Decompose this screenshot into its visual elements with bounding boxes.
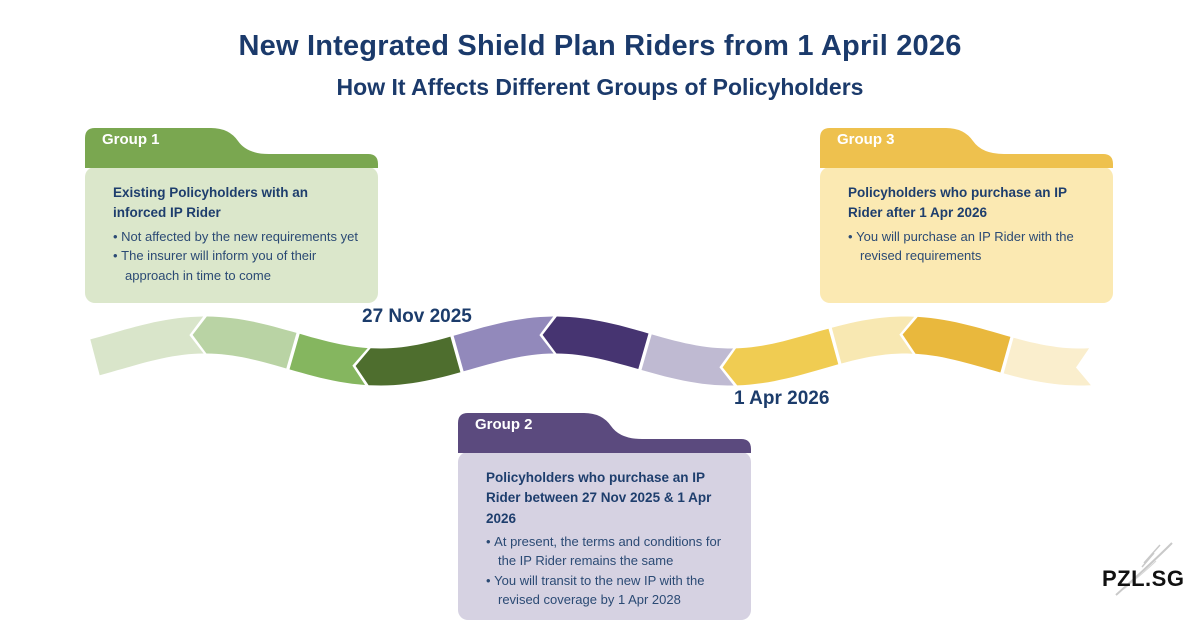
group2-bullet: You will transit to the new IP with the … — [486, 571, 733, 610]
group1-bullet-list: Not affected by the new requirements yet… — [113, 227, 360, 286]
ribbon-segment — [722, 328, 839, 386]
ribbon-segment — [192, 316, 297, 369]
ribbon-segment — [289, 333, 368, 385]
ribbon-segment — [542, 316, 649, 369]
group2-heading: Policyholders who purchase an IP Rider b… — [486, 470, 712, 526]
group3-folder-tab: Group 3 — [820, 128, 1113, 168]
group2-folder-tab: Group 2 — [458, 413, 751, 453]
group2-bullet: At present, the terms and conditions for… — [486, 532, 733, 571]
group1-bullet: Not affected by the new requirements yet — [113, 227, 360, 247]
pen-swoosh-icon — [1115, 542, 1173, 596]
folder-tab-shape — [820, 128, 1113, 168]
ribbon-segment — [90, 316, 204, 376]
group2-card: Group 2 Policyholders who purchase an IP… — [458, 413, 751, 620]
watermark-text: PZL.SG — [1102, 566, 1185, 591]
ribbon-segment — [831, 316, 915, 364]
page-subtitle: How It Affects Different Groups of Polic… — [336, 74, 864, 100]
ribbon-segment — [902, 316, 1011, 373]
group3-bullet-list: You will purchase an IP Rider with the r… — [848, 227, 1095, 266]
group2-tab-label: Group 2 — [475, 416, 533, 433]
group1-bullet: The insurer will inform you of their app… — [113, 246, 360, 285]
group1-panel: Existing Policyholders with an inforced … — [85, 167, 378, 303]
ribbon-segment — [453, 316, 554, 372]
folder-tab-shape — [458, 413, 751, 453]
timeline-date-1apr2026: 1 Apr 2026 — [734, 388, 830, 409]
ribbon-segment — [355, 336, 461, 386]
group1-tab-label: Group 1 — [102, 131, 160, 148]
ribbon-segment — [641, 334, 734, 386]
watermark-logo: PZL.SG — [1096, 533, 1196, 598]
group3-card: Group 3 Policyholders who purchase an IP… — [820, 128, 1113, 303]
group3-tab-label: Group 3 — [837, 131, 895, 148]
folder-tab-shape — [85, 128, 378, 168]
group1-folder-tab: Group 1 — [85, 128, 378, 168]
group1-heading: Existing Policyholders with an inforced … — [113, 185, 309, 221]
ribbon-segment — [1003, 337, 1091, 386]
group2-bullet-list: At present, the terms and conditions for… — [486, 532, 733, 610]
timeline-date-27nov2025: 27 Nov 2025 — [362, 306, 472, 327]
group3-heading: Policyholders who purchase an IP Rider a… — [848, 185, 1067, 221]
group1-card: Group 1 Existing Policyholders with an i… — [85, 128, 378, 303]
group2-panel: Policyholders who purchase an IP Rider b… — [458, 452, 751, 620]
page-title: New Integrated Shield Plan Riders from 1… — [238, 30, 962, 62]
group3-panel: Policyholders who purchase an IP Rider a… — [820, 167, 1113, 303]
group3-bullet: You will purchase an IP Rider with the r… — [848, 227, 1095, 266]
